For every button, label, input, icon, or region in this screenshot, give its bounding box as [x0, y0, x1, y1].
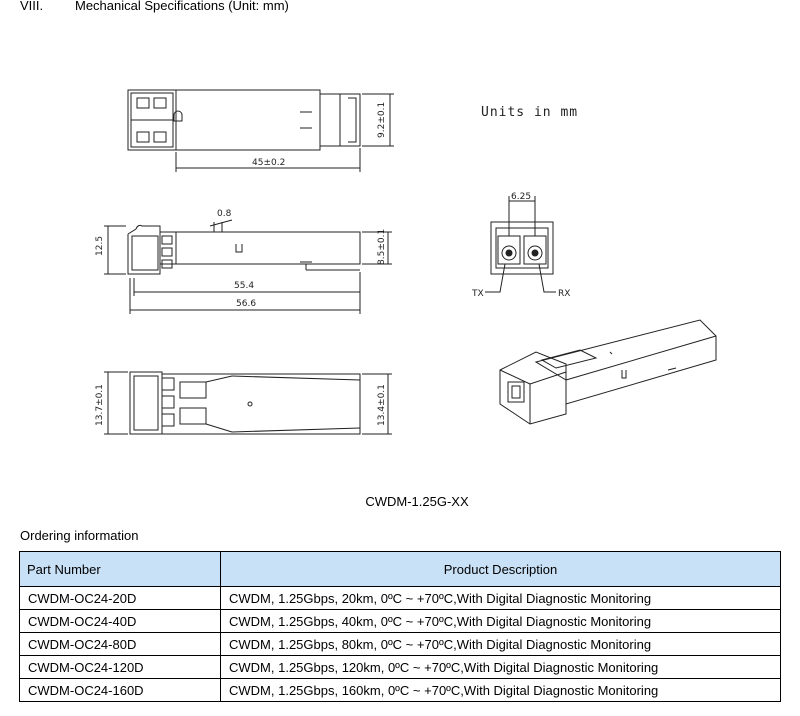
isometric-view — [499, 319, 717, 425]
top-view — [127, 89, 394, 172]
table-row: CWDM-OC24-120D CWDM, 1.25Gbps, 120km, 0º… — [19, 655, 781, 679]
dim-bottom-right: 13.4±0.1 — [377, 384, 387, 426]
ordering-table: Part Number Product Description CWDM-OC2… — [19, 551, 781, 702]
part-number-cell: CWDM-OC24-20D — [19, 586, 221, 610]
drawing-caption: CWDM-1.25G-XX — [365, 494, 469, 509]
table-row: CWDM-OC24-40D CWDM, 1.25Gbps, 40km, 0ºC … — [19, 609, 781, 633]
mechanical-drawing: 45±0.2 9.2±0.1 Units in mm 0.8 12.5 8.5±… — [95, 89, 717, 435]
dim-side-len1: 55.4 — [234, 281, 254, 291]
ordering-title: Ordering information — [20, 528, 139, 543]
part-number-cell: CWDM-OC24-40D — [19, 609, 221, 633]
dim-side-len2: 56.6 — [236, 299, 256, 309]
column-header-product-description: Product Description — [220, 551, 781, 587]
part-number-cell: CWDM-OC24-120D — [19, 655, 221, 679]
table-row: CWDM-OC24-80D CWDM, 1.25Gbps, 80km, 0ºC … — [19, 632, 781, 656]
table-header-row: Part Number Product Description — [19, 551, 781, 587]
dim-bottom-left: 13.7±0.1 — [95, 384, 105, 426]
front-view — [485, 196, 556, 293]
table-row: CWDM-OC24-160D CWDM, 1.25Gbps, 160km, 0º… — [19, 678, 781, 702]
part-number-cell: CWDM-OC24-80D — [19, 632, 221, 656]
tx-label: TX — [471, 289, 484, 299]
column-header-part-number: Part Number — [19, 551, 221, 587]
dim-side-tab: 0.8 — [217, 209, 232, 219]
rx-label: RX — [558, 289, 570, 299]
product-description-cell: CWDM, 1.25Gbps, 160km, 0ºC ~ +70ºC,With … — [220, 678, 781, 702]
dim-front-pitch: 6.25 — [511, 192, 531, 202]
dim-top-length: 45±0.2 — [252, 158, 285, 168]
product-description-cell: CWDM, 1.25Gbps, 40km, 0ºC ~ +70ºC,With D… — [220, 609, 781, 633]
section-title: Mechanical Specifications (Unit: mm) — [75, 0, 289, 13]
bottom-view — [104, 371, 392, 435]
dim-top-height: 9.2±0.1 — [377, 102, 387, 138]
dim-side-left: 12.5 — [95, 236, 105, 256]
product-description-cell: CWDM, 1.25Gbps, 80km, 0ºC ~ +70ºC,With D… — [220, 632, 781, 656]
dim-side-right: 8.5±0.1 — [377, 229, 387, 265]
section-number: VIII. — [20, 0, 44, 13]
part-number-cell: CWDM-OC24-160D — [19, 678, 221, 702]
units-note: Units in mm — [481, 105, 578, 120]
side-view — [104, 219, 392, 314]
product-description-cell: CWDM, 1.25Gbps, 20km, 0ºC ~ +70ºC,With D… — [220, 586, 781, 610]
product-description-cell: CWDM, 1.25Gbps, 120km, 0ºC ~ +70ºC,With … — [220, 655, 781, 679]
table-row: CWDM-OC24-20D CWDM, 1.25Gbps, 20km, 0ºC … — [19, 586, 781, 610]
